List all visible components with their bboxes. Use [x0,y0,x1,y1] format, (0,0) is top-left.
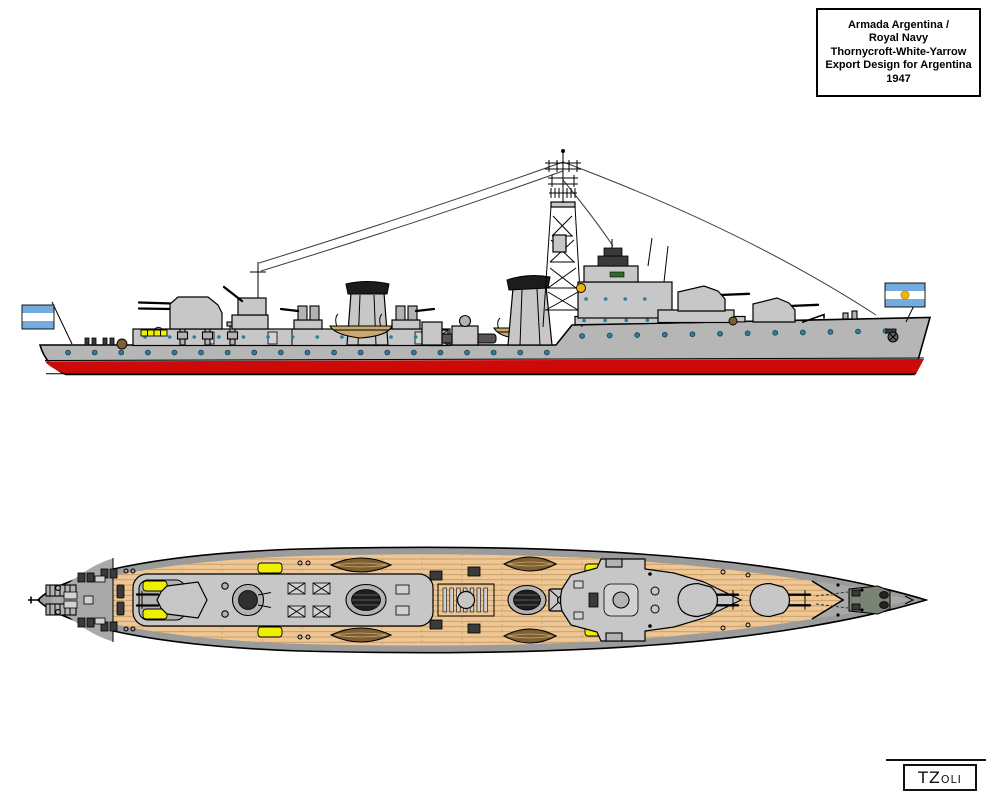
torpedo-tubes-plan [429,566,495,634]
aa-mount-plan [231,583,272,617]
crows-nest [552,234,567,253]
aa-gun-mount-aft [222,285,269,330]
skylight-hatches [287,582,410,618]
aft-deckhouse-plan [132,573,434,627]
a-turret-side [752,297,820,323]
mooring-bitts [116,584,125,599]
mooring-bitts [116,601,125,616]
fore-funnel [506,275,553,346]
x-turret-side [137,296,223,330]
b-turret-plan [677,582,740,618]
title-line-5: 1947 [886,72,911,85]
a-turret-plan [749,582,812,618]
hull-side [38,316,932,376]
deck-plan-view [28,546,929,654]
title-line-2: Royal Navy [868,32,929,45]
breakwater-side [801,313,825,324]
deck-hatch [63,600,78,609]
liferaft-rack [140,329,168,337]
stern-deck-plan [28,558,136,642]
stern-flagstaff-and-flag [21,301,73,345]
bow-fittings [728,310,899,343]
title-box: Armada Argentina / Royal Navy Thornycrof… [816,8,981,97]
aa-mount-port [279,305,323,330]
title-line-4: Export Design for Argentina [825,59,972,72]
bridge-windows [609,271,625,278]
ships-boat-aft [329,313,393,339]
lattice-foremast [542,149,583,328]
searchlight [458,314,472,328]
aft-funnel-plan [345,583,387,617]
fore-deck-plan [811,580,915,620]
signature-rule [886,759,986,761]
anchor-chains [815,591,849,609]
bridge-plan [559,558,743,642]
lower-yard [548,175,578,187]
midship-deck-lockers [421,314,479,346]
deck-hatch [83,595,94,605]
title-line-3: Thornycroft-White-Yarrow [830,45,967,58]
boats-plan [329,556,558,644]
side-profile-view [21,149,932,376]
artist-signature: TZoli [903,764,977,791]
capstan [728,316,738,326]
fore-funnel-plan [507,584,547,616]
deck-hatch [63,591,78,600]
depth-charge-rails [45,584,77,616]
sun-of-may [900,290,910,300]
rigging-wires [258,161,877,316]
depth-charge-throwers-plan [77,568,118,632]
masthead-finial [561,149,565,153]
bow-jackstaff-and-flag [884,282,926,323]
whip-antennas [647,237,669,283]
x-turret-plan [135,581,208,619]
title-line-1: Armada Argentina / [847,18,950,31]
breakwater-plan [811,580,845,620]
deck-bollards-plan [297,560,751,640]
anchor-windlass [848,585,891,615]
aa-mount-starboard [391,305,436,330]
b-turret-side [657,285,751,324]
upper-yard [545,158,581,172]
bow-fairlead [904,595,915,605]
searchlight-signal-lamp [576,283,586,293]
deck-vent [116,338,128,350]
gun-director [597,239,629,267]
anchor [885,328,899,343]
signature-text: TZoli [918,768,962,787]
